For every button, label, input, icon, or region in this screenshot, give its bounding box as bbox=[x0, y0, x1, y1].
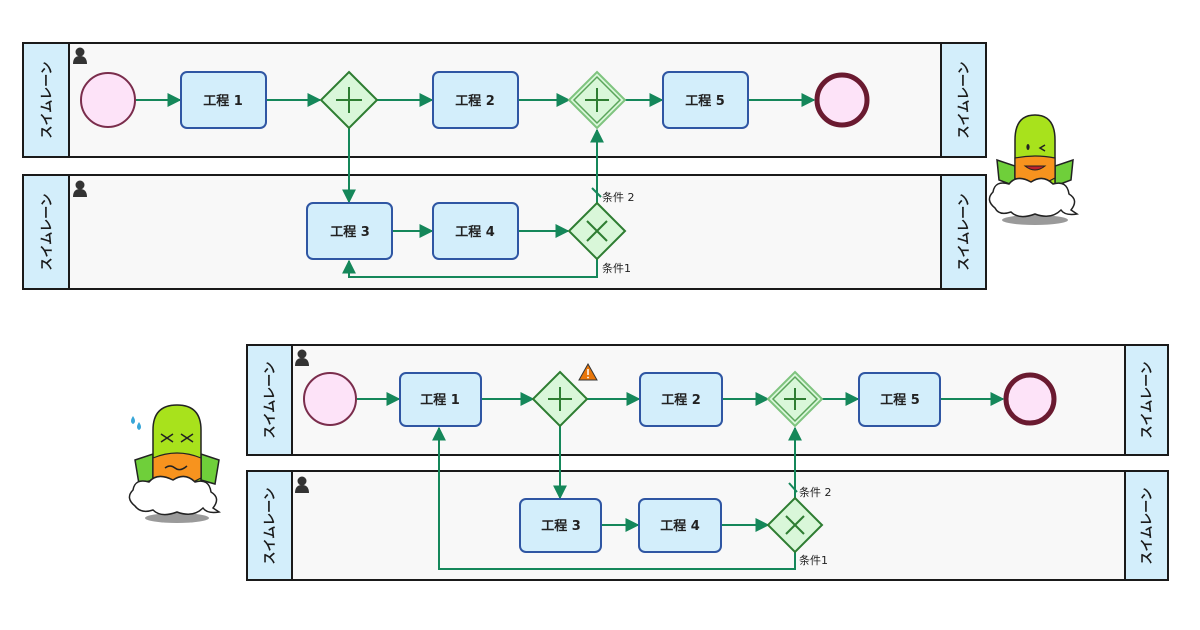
lane-header-left bbox=[22, 174, 70, 290]
exclusive-gateway[interactable] bbox=[766, 496, 824, 554]
warning-triangle-icon[interactable] bbox=[578, 362, 598, 381]
conditional-flow[interactable] bbox=[342, 259, 598, 278]
task-label: 工程 1 bbox=[420, 393, 460, 408]
lane-header-right bbox=[940, 42, 987, 158]
task-2[interactable]: 工程 2 bbox=[432, 71, 519, 129]
lane-header-left bbox=[246, 470, 293, 581]
start-event[interactable] bbox=[80, 72, 136, 128]
condition-label: 条件1 bbox=[602, 261, 631, 275]
task-label: 工程 5 bbox=[880, 393, 920, 408]
lane-header-left bbox=[246, 344, 293, 456]
exclusive-gateway[interactable] bbox=[567, 201, 627, 261]
diagram-before: スイムレーン スイムレーン スイムレーン スイムレーン bbox=[22, 42, 987, 290]
condition-marker bbox=[591, 187, 602, 198]
task-label: 工程 4 bbox=[660, 519, 700, 534]
swimlane-2[interactable]: スイムレーン スイムレーン bbox=[246, 470, 1169, 581]
conditional-flow[interactable] bbox=[432, 426, 796, 570]
condition-marker bbox=[788, 482, 798, 493]
task-label: 工程 5 bbox=[685, 94, 725, 109]
task-label: 工程 1 bbox=[203, 94, 243, 109]
parallel-gateway-split[interactable] bbox=[319, 70, 379, 130]
parallel-gateway-join[interactable] bbox=[766, 370, 824, 428]
lane-header-left-label: スイムレーン bbox=[40, 193, 55, 270]
happy-mascot-on-cloud bbox=[988, 114, 1079, 225]
task-4[interactable]: 工程 4 bbox=[638, 498, 722, 553]
lane-header-right-label: スイムレーン bbox=[1140, 487, 1155, 564]
condition-label: 条件1 bbox=[799, 553, 828, 567]
task-4[interactable]: 工程 4 bbox=[432, 202, 519, 260]
task-label: 工程 4 bbox=[455, 225, 495, 240]
lane-header-left-label: スイムレーン bbox=[40, 61, 55, 138]
task-1[interactable]: 工程 1 bbox=[180, 71, 267, 129]
condition-label: 条件 2 bbox=[602, 190, 635, 204]
lane-header-left-label: スイムレーン bbox=[263, 361, 278, 438]
lane-header-right-label: スイムレーン bbox=[1140, 361, 1155, 438]
task-1[interactable]: 工程 1 bbox=[399, 372, 482, 427]
lane-header-right bbox=[1124, 344, 1169, 456]
lane-header-right-label: スイムレーン bbox=[957, 193, 972, 270]
lane-header-left-label: スイムレーン bbox=[263, 487, 278, 564]
parallel-gateway-join[interactable] bbox=[567, 70, 627, 130]
condition-label: 条件 2 bbox=[799, 485, 832, 499]
task-5[interactable]: 工程 5 bbox=[662, 71, 749, 129]
end-event[interactable] bbox=[1003, 372, 1057, 426]
task-label: 工程 2 bbox=[661, 393, 701, 408]
lane-header-right bbox=[1124, 470, 1169, 581]
parallel-gateway-split[interactable] bbox=[531, 370, 589, 428]
task-label: 工程 3 bbox=[541, 519, 581, 534]
task-label: 工程 3 bbox=[330, 225, 370, 240]
end-event[interactable] bbox=[814, 72, 870, 128]
task-3[interactable]: 工程 3 bbox=[306, 202, 393, 260]
lane-header-right bbox=[940, 174, 987, 290]
task-2[interactable]: 工程 2 bbox=[639, 372, 723, 427]
diagram-after: スイムレーン スイムレーン スイムレーン スイムレーン 工程 1 bbox=[246, 344, 1169, 581]
start-event[interactable] bbox=[303, 372, 357, 426]
lane-header-right-label: スイムレーン bbox=[957, 61, 972, 138]
troubled-mascot-on-cloud bbox=[128, 404, 221, 523]
task-5[interactable]: 工程 5 bbox=[858, 372, 941, 427]
task-label: 工程 2 bbox=[455, 94, 495, 109]
task-3[interactable]: 工程 3 bbox=[519, 498, 602, 553]
lane-header-left bbox=[22, 42, 70, 158]
